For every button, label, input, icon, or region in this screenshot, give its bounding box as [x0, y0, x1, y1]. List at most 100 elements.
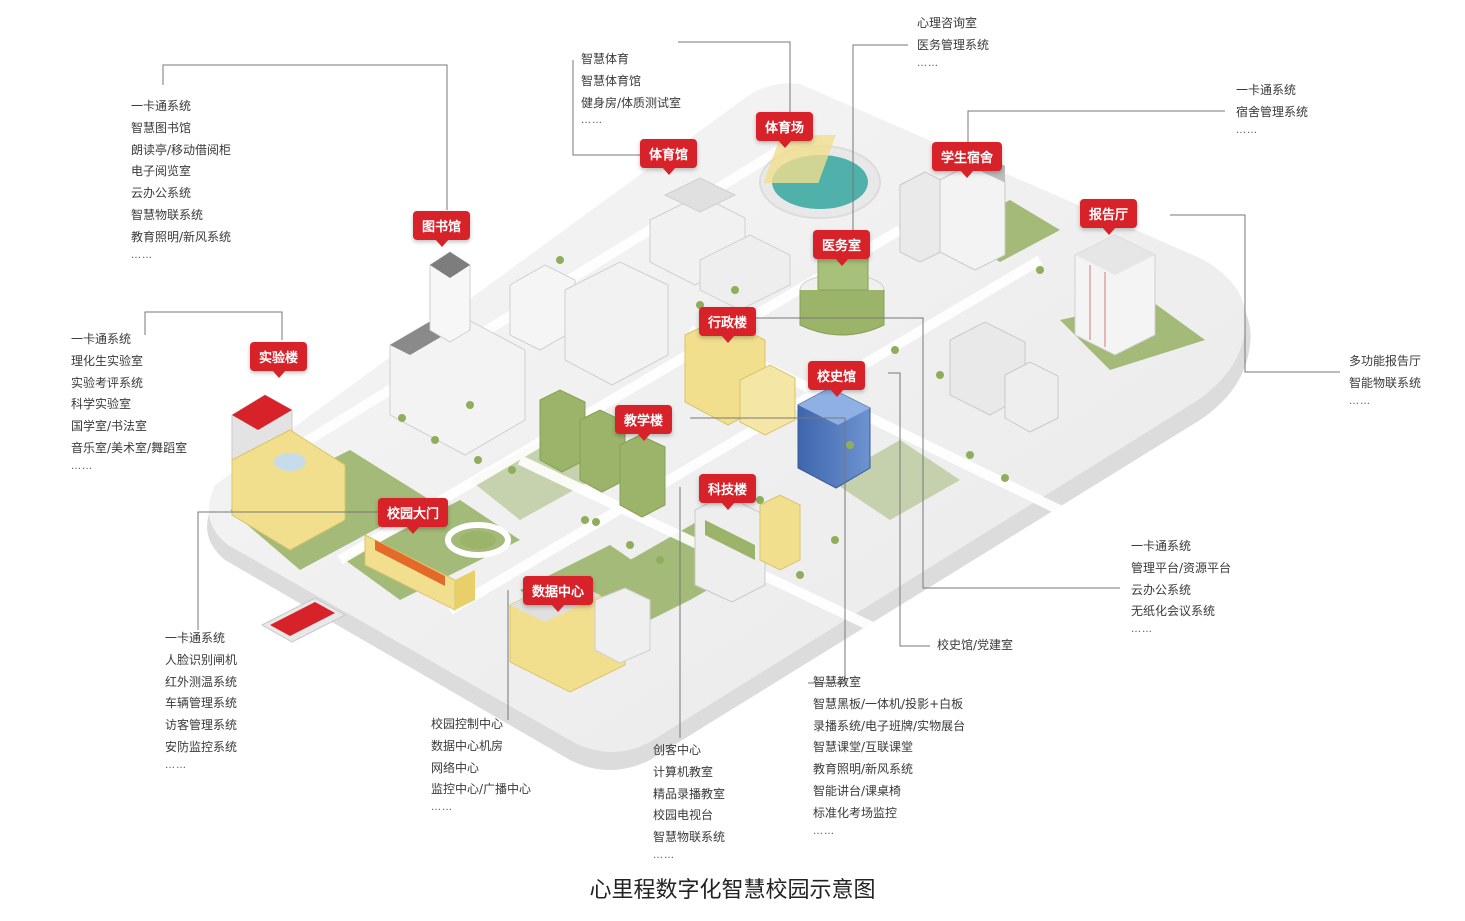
- tag-admin[interactable]: 行政楼: [699, 307, 757, 343]
- tag-report-hall[interactable]: 报告厅: [1080, 199, 1138, 235]
- annotation-report-hall: 多功能报告厅 智能物联系统 ……: [1349, 351, 1421, 409]
- annotation-ellipsis: ……: [1349, 395, 1371, 407]
- annotation-clinic: 心理咨询室 医务管理系统 ……: [917, 13, 989, 71]
- annotation-item: 录播系统/电子班牌/实物展台: [813, 718, 966, 733]
- report-hall-building: [1074, 234, 1156, 356]
- annotation-item: 教育照明/新风系统: [131, 229, 232, 244]
- annotation-item: 智慧黑板/一体机/投影+白板: [813, 696, 964, 711]
- annotation-item: 智慧物联系统: [131, 207, 204, 222]
- annotation-item: 监控中心/广播中心: [431, 782, 532, 797]
- annotation-item: 智能物联系统: [1349, 375, 1422, 390]
- annotation-ellipsis: ……: [1131, 624, 1153, 636]
- annotation-item: 多功能报告厅: [1349, 354, 1422, 368]
- annotation-lab: 一卡通系统 理化生实验室 实验考评系统 科学实验室 国学室/书法室 音乐室/美术…: [71, 329, 187, 474]
- annotation-item: 健身房/体质测试室: [581, 95, 682, 110]
- annotation-item: 云办公系统: [1131, 582, 1192, 597]
- annotation-item: 校史馆/党建室: [937, 638, 1014, 652]
- annotation-item: 一卡通系统: [71, 332, 132, 346]
- teaching-buildings: [539, 389, 666, 518]
- annotation-item: 智慧体育: [581, 52, 630, 66]
- annotation-item: 车辆管理系统: [165, 696, 238, 711]
- annotation-library: 一卡通系统 智慧图书馆 朗读亭/移动借阅柜 电子阅览室 云办公系统 智慧物联系统…: [131, 96, 231, 263]
- annotation-item: 管理平台/资源平台: [1131, 560, 1232, 575]
- annotation-item: 无纸化会议系统: [1131, 604, 1216, 619]
- annotation-item: 音乐室/美术室/舞蹈室: [71, 440, 188, 455]
- annotation-item: 智慧图书馆: [131, 120, 192, 135]
- tag-lab[interactable]: 实验楼: [250, 342, 308, 378]
- tag-gym[interactable]: 体育馆: [640, 139, 698, 175]
- annotation-ellipsis: ……: [131, 249, 153, 261]
- annotation-item: 智慧物联系统: [653, 830, 726, 845]
- annotation-data-center: 校园控制中心 数据中心机房 网络中心 监控中心/广播中心 ……: [431, 714, 531, 815]
- dorm-building: [899, 156, 1006, 271]
- tag-library[interactable]: 图书馆: [413, 211, 471, 247]
- leader-lines: [144, 41, 1340, 738]
- tag-dorm[interactable]: 学生宿舍: [932, 142, 1003, 178]
- annotation-item: 智能讲台/课桌椅: [813, 783, 902, 798]
- annotation-item: 科学实验室: [71, 397, 132, 412]
- annotation-teaching: 智慧教室 智慧黑板/一体机/投影+白板 录播系统/电子班牌/实物展台 智慧课堂/…: [813, 672, 965, 839]
- annotation-ellipsis: ……: [165, 759, 187, 771]
- annotation-item: 智慧体育馆: [581, 73, 642, 88]
- library-building: [389, 251, 526, 456]
- lab-building: [231, 394, 346, 551]
- annotation-ellipsis: ……: [71, 460, 93, 472]
- tag-stadium[interactable]: 体育场: [756, 112, 814, 148]
- east-blocks: [949, 321, 1059, 433]
- annotation-gate: 一卡通系统 人脸识别闸机 红外测温系统 车辆管理系统 访客管理系统 安防监控系统…: [165, 628, 237, 773]
- tag-teaching[interactable]: 教学楼: [615, 405, 673, 441]
- annotation-item: 理化生实验室: [71, 353, 144, 368]
- annotation-item: 电子阅览室: [131, 164, 192, 179]
- annotation-item: 智慧教室: [813, 675, 862, 689]
- annotation-dorm: 一卡通系统 宿舍管理系统 ……: [1236, 80, 1308, 138]
- annotation-item: 安防监控系统: [165, 739, 238, 754]
- annotation-item: 医务管理系统: [917, 37, 990, 52]
- gate-structure: [260, 522, 511, 643]
- annotation-ellipsis: ……: [917, 57, 939, 69]
- annotation-item: 数据中心机房: [431, 738, 504, 753]
- tech-building: [694, 494, 801, 603]
- annotation-item: 实验考评系统: [71, 375, 144, 390]
- figure-caption: 心里程数字化智慧校园示意图: [589, 878, 876, 903]
- annotation-gym: 智慧体育 智慧体育馆 健身房/体质测试室 ……: [581, 49, 681, 128]
- annotation-item: 访客管理系统: [165, 718, 238, 733]
- tag-history[interactable]: 校史馆: [808, 361, 866, 397]
- annotation-history: 校史馆/党建室: [937, 635, 1013, 657]
- annotation-item: 标准化考场监控: [813, 805, 898, 820]
- annotation-ellipsis: ……: [581, 115, 603, 127]
- annotation-item: 精品录播教室: [653, 786, 726, 801]
- annotation-item: 计算机教室: [653, 764, 714, 779]
- tag-gate[interactable]: 校园大门: [378, 498, 449, 534]
- history-building: [797, 387, 871, 489]
- annotation-item: 校园电视台: [653, 808, 714, 823]
- office-blocks: [509, 261, 669, 386]
- annotation-ellipsis: ……: [813, 825, 835, 837]
- data-center-building: [509, 577, 651, 693]
- annotation-ellipsis: ……: [431, 802, 453, 814]
- tag-clinic[interactable]: 医务室: [813, 230, 871, 266]
- annotation-item: 网络中心: [431, 760, 480, 775]
- annotation-item: 云办公系统: [131, 186, 192, 201]
- annotation-ellipsis: ……: [1236, 124, 1258, 136]
- annotation-item: 智慧课堂/互联课堂: [813, 740, 914, 755]
- annotation-tech: 创客中心 计算机教室 精品录播教室 校园电视台 智慧物联系统 ……: [653, 740, 725, 863]
- annotation-item: 朗读亭/移动借阅柜: [131, 142, 232, 157]
- annotation-item: 人脸识别闸机: [165, 652, 238, 667]
- tag-tech[interactable]: 科技楼: [699, 474, 757, 510]
- annotation-item: 校园控制中心: [431, 717, 504, 731]
- annotation-item: 创客中心: [653, 743, 702, 757]
- annotation-item: 宿舍管理系统: [1236, 104, 1309, 119]
- annotation-item: 一卡通系统: [131, 99, 192, 113]
- trees: [398, 256, 1044, 579]
- annotation-item: 心理咨询室: [917, 16, 978, 30]
- annotation-item: 一卡通系统: [1236, 83, 1297, 97]
- annotation-item: 一卡通系统: [165, 631, 226, 645]
- annotation-item: 国学室/书法室: [71, 419, 148, 434]
- gym-building: [649, 177, 791, 311]
- annotation-ellipsis: ……: [653, 849, 675, 861]
- annotation-admin: 一卡通系统 管理平台/资源平台 云办公系统 无纸化会议系统 ……: [1131, 536, 1231, 637]
- clinic-building: [799, 254, 885, 336]
- annotation-item: 红外测温系统: [165, 674, 238, 689]
- tag-data-center[interactable]: 数据中心: [523, 576, 594, 612]
